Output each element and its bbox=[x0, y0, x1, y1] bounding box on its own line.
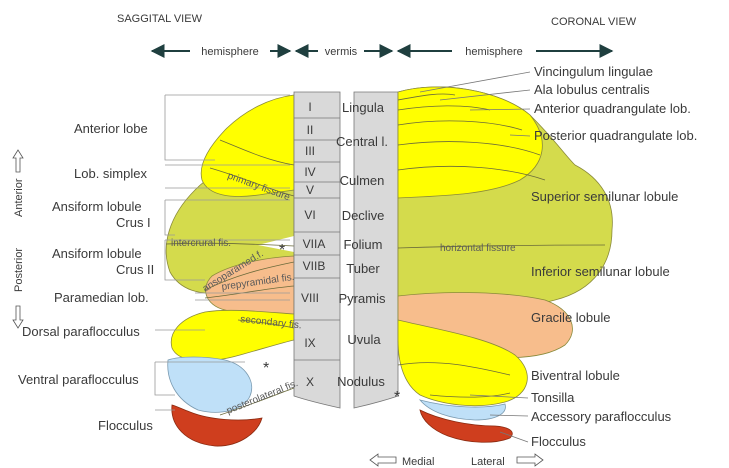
vermis-dividers bbox=[294, 117, 340, 361]
vermis-right-strip bbox=[353, 91, 399, 409]
label-posterior: Posterior bbox=[13, 248, 25, 292]
coronal-fissure-lines bbox=[397, 93, 606, 398]
label-ansiform-lobule-2: Ansiform lobule bbox=[52, 246, 142, 261]
anterior-posterior-indicator bbox=[12, 149, 24, 329]
coronal-view-title: CORONAL VIEW bbox=[551, 16, 637, 28]
vermis-num-viii: VIII bbox=[301, 291, 319, 305]
vermis-names: Lingula Central l. Culmen Declive Folium… bbox=[336, 100, 388, 389]
vermis-name-folium: Folium bbox=[343, 237, 382, 252]
label-accessory-paraflocculus: Accessory paraflocculus bbox=[531, 409, 672, 424]
label-medial: Medial bbox=[402, 456, 434, 468]
hemisphere-right-label: hemisphere bbox=[465, 46, 522, 58]
asterisk-paraflocculus: * bbox=[263, 360, 269, 377]
label-lateral: Lateral bbox=[471, 456, 505, 468]
vermis-num-viib: VIIB bbox=[303, 259, 326, 273]
vermis-name-nodulus: Nodulus bbox=[337, 374, 385, 389]
label-tonsilla: Tonsilla bbox=[531, 390, 575, 405]
label-biventral-lobule: Biventral lobule bbox=[531, 368, 620, 383]
vermis-name-lingula: Lingula bbox=[342, 100, 385, 115]
vermis-name-pyramis: Pyramis bbox=[339, 291, 386, 306]
label-gracile-lobule: Gracile lobule bbox=[531, 310, 611, 325]
vermis-num-v: V bbox=[306, 183, 314, 197]
vermis-num-i: I bbox=[308, 100, 311, 114]
anterior-arrow-icon bbox=[12, 149, 24, 173]
label-inferior-semilunar: Inferior semilunar lobule bbox=[531, 264, 670, 279]
vermis-left-strip bbox=[293, 91, 341, 409]
vermis-num-vi: VI bbox=[304, 208, 315, 222]
posterior-arrow-icon bbox=[12, 305, 24, 329]
label-ansiform-lobule-1: Ansiform lobule bbox=[52, 199, 142, 214]
vermis-num-x: X bbox=[306, 375, 314, 389]
label-horizontal-fissure: horizontal fissure bbox=[440, 243, 516, 254]
label-vincingulum-lingulae: Vincingulum lingulae bbox=[534, 64, 653, 79]
vermis-roman-numerals: I II III IV V VI VIIA VIIB VIII IX X bbox=[301, 100, 325, 389]
label-anterior: Anterior bbox=[13, 178, 25, 217]
scale-bar-arrows bbox=[150, 43, 614, 58]
vermis-num-iii: III bbox=[305, 144, 315, 158]
vermis-num-viia: VIIA bbox=[303, 237, 326, 251]
sagittal-view-title: SAGGITAL VIEW bbox=[117, 13, 203, 25]
label-crus-ii: Crus II bbox=[116, 262, 154, 277]
hemisphere-left-label: hemisphere bbox=[201, 46, 258, 58]
coronal-leader-lines bbox=[419, 71, 531, 443]
label-crus-i: Crus I bbox=[116, 215, 151, 230]
label-flocculus-right: Flocculus bbox=[531, 434, 586, 449]
label-lob-simplex: Lob. simplex bbox=[74, 166, 147, 181]
vermis-name-central: Central l. bbox=[336, 134, 388, 149]
asterisk-coronal: * bbox=[394, 389, 400, 406]
vermis-name-culmen: Culmen bbox=[340, 173, 385, 188]
vermis-num-iv: IV bbox=[304, 165, 315, 179]
label-paramedian-lob: Paramedian lob. bbox=[54, 290, 149, 305]
medial-arrow-icon bbox=[369, 453, 397, 467]
sagittal-fissure-lines bbox=[165, 139, 295, 416]
label-dorsal-paraflocculus: Dorsal paraflocculus bbox=[22, 324, 140, 339]
lateral-arrow-icon bbox=[516, 453, 544, 467]
vermis-num-ix: IX bbox=[304, 336, 315, 350]
label-ventral-paraflocculus: Ventral paraflocculus bbox=[18, 372, 139, 387]
vermis-label: vermis bbox=[325, 46, 358, 58]
label-flocculus-left: Flocculus bbox=[98, 418, 153, 433]
vermis-name-tuber: Tuber bbox=[346, 261, 380, 276]
label-anterior-quadrangulate: Anterior quadrangulate lob. bbox=[534, 101, 691, 116]
vermis-name-uvula: Uvula bbox=[347, 332, 381, 347]
label-anterior-lobe: Anterior lobe bbox=[74, 121, 148, 136]
asterisk-intercrural: * bbox=[279, 242, 285, 259]
label-intercrural-fis: intercrural fis. bbox=[171, 238, 231, 249]
label-superior-semilunar: Superior semilunar lobule bbox=[531, 189, 678, 204]
label-posterior-quadrangulate: Posterior quadrangulate lob. bbox=[534, 128, 697, 143]
vermis-num-ii: II bbox=[307, 123, 314, 137]
vermis-name-declive: Declive bbox=[342, 208, 385, 223]
label-ala-lobulus-centralis: Ala lobulus centralis bbox=[534, 82, 650, 97]
sagittal-leader-lines bbox=[154, 94, 290, 411]
